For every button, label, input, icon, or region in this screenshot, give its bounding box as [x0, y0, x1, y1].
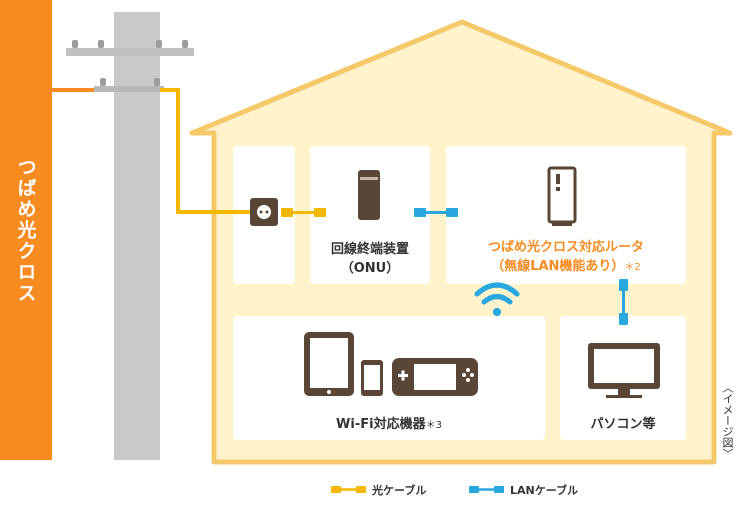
onu-label-sub: （ONU）	[340, 261, 400, 276]
legend-lan-label: LANケーブル	[510, 484, 579, 497]
room-outlet	[233, 146, 295, 284]
image-note: 〈イメージ図〉	[721, 382, 734, 459]
insulator-icon	[100, 78, 106, 86]
insulator-icon	[182, 40, 188, 48]
wifi-devices-label: Wi-Fi対応機器＊3	[233, 413, 545, 432]
pole-crossarm	[66, 48, 194, 56]
onu-label: 回線終端装置 （ONU）	[310, 238, 430, 276]
brand-bar	[0, 0, 52, 460]
router-note: ＊2	[624, 262, 641, 273]
legend-fiber-label: 光ケーブル	[372, 484, 427, 497]
lan-cable-legend-icon	[469, 486, 504, 493]
brand-label-wrap: つばめ光クロス	[0, 0, 52, 460]
router-label: つばめ光クロス対応ルータ （無線LAN機能あり）＊2	[446, 236, 686, 274]
wifi-devices-note: ＊3	[425, 420, 442, 431]
pole-crossarm-lower	[94, 86, 164, 92]
wifi-devices-label-name: Wi-Fi対応機器	[336, 417, 426, 432]
pc-label: パソコン等	[560, 413, 686, 432]
service-feed-wire	[52, 88, 98, 92]
fiber-drop-cable	[160, 88, 252, 214]
router-label-sub-wrap: （無線LAN機能あり）＊2	[446, 255, 686, 274]
insulator-icon	[98, 40, 104, 48]
pc-label-name: パソコン等	[590, 417, 656, 432]
insulator-icon	[72, 40, 78, 48]
brand-label: つばめ光クロス	[14, 156, 37, 304]
fiber-cable-legend-icon	[331, 486, 366, 493]
onu-label-name: 回線終端装置	[330, 242, 409, 257]
router-label-name: つばめ光クロス対応ルータ	[487, 240, 644, 255]
insulator-icon	[154, 78, 160, 86]
image-note-wrap: 〈イメージ図〉	[716, 382, 738, 464]
insulator-icon	[156, 40, 162, 48]
router-label-sub: （無線LAN機能あり）	[491, 259, 625, 274]
room-wifi-devices	[233, 316, 545, 440]
